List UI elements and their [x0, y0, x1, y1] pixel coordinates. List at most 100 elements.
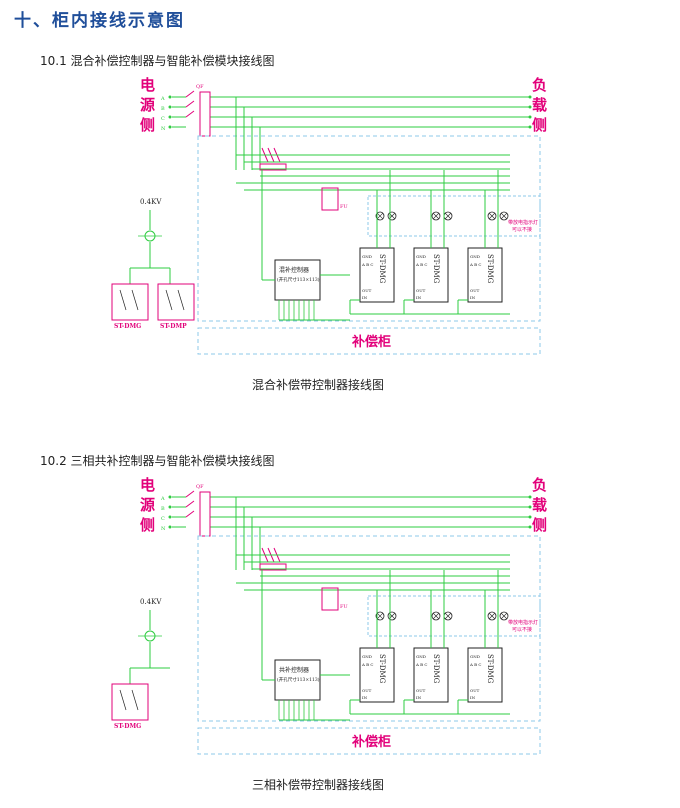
section-title: 十、柜内接线示意图 [14, 11, 185, 31]
cabinet-label-box [197, 727, 541, 755]
module-pin: GND [362, 654, 372, 659]
lamp-frame [367, 195, 541, 237]
lamp-note: 可以不接 [512, 226, 532, 233]
source-side-label: 电 [140, 476, 155, 494]
module-label: ST-DMG [378, 654, 386, 684]
source-side-label: 侧 [140, 516, 155, 534]
module-label: ST-DMG [378, 254, 386, 284]
breaker-contact [185, 500, 195, 508]
fuse [259, 563, 287, 571]
voltage-label: 0.4KV [140, 198, 162, 206]
voltage-label: 0.4KV [140, 598, 162, 606]
lamp-cross [444, 612, 452, 620]
cabinet-label: 补偿柜 [351, 334, 391, 350]
fuse-label: FU [340, 604, 348, 610]
phase-label: B [161, 106, 165, 112]
load-side-label: 载 [532, 496, 547, 514]
controller-title: 共补控制器 [279, 666, 309, 674]
terminal-dot [168, 505, 172, 509]
module-pin: OUT [362, 288, 372, 293]
cabinet-frame [197, 535, 541, 722]
current-transformer [199, 91, 211, 137]
module-pin: GND [416, 254, 426, 259]
terminal-dot [168, 95, 172, 99]
diagram1-heading: 10.1 混合补偿控制器与智能补偿模块接线图 [40, 54, 275, 68]
controller-box [274, 259, 321, 301]
breaker-contact [185, 90, 195, 98]
lamp-cross [376, 612, 384, 620]
lamp-cross [432, 612, 440, 620]
lamp-cross [432, 212, 440, 220]
transformer-box [111, 283, 149, 321]
terminal-dot [168, 525, 172, 529]
terminal-dot [528, 505, 532, 509]
compensation-module [359, 247, 395, 303]
module-label: ST-DMG [486, 654, 494, 684]
module-label: ST-DMG [432, 654, 440, 684]
diagram2-heading: 10.2 三相共补控制器与智能补偿模块接线图 [40, 454, 275, 468]
controller-title: 混补控制器 [279, 266, 309, 274]
module-pin: IN [362, 695, 368, 700]
terminal-dot [528, 515, 532, 519]
cabinet-label: 补偿柜 [351, 734, 391, 750]
lamp-cross [500, 612, 508, 620]
transformer-label: ST-DMG [114, 723, 141, 730]
module-label: ST-DMG [432, 254, 440, 284]
module-pin: GND [470, 654, 480, 659]
transformer-box [157, 283, 195, 321]
lamp-cross [488, 212, 496, 220]
module-pin: IN [470, 295, 476, 300]
phase-label: A [160, 496, 165, 502]
transformer-winding [131, 289, 139, 311]
lamp-cross [488, 612, 496, 620]
terminal-dot [528, 525, 532, 529]
module-pin: IN [362, 295, 368, 300]
phase-label: B [161, 506, 165, 512]
phase-label: C [161, 516, 165, 522]
source-side-label: 源 [140, 96, 155, 114]
module-pin: GND [470, 254, 480, 259]
module-pin: A B C [469, 262, 481, 267]
terminal-dot [168, 515, 172, 519]
module-pin: OUT [416, 288, 426, 293]
module-pin: OUT [416, 688, 426, 693]
diagram1-caption: 混合补偿带控制器接线图 [252, 378, 385, 392]
source-side-label: 侧 [140, 116, 155, 134]
controller-subtitle: (开孔尺寸113×113) [277, 276, 320, 283]
terminal-dot [168, 105, 172, 109]
terminal-dot [528, 105, 532, 109]
transformer-box [111, 683, 149, 721]
transformer-label: ST-DMP [160, 323, 187, 330]
phase-label: C [161, 116, 165, 122]
controller-box [274, 659, 321, 701]
lamp-cross [444, 212, 452, 220]
module-pin: OUT [362, 688, 372, 693]
module-pin: OUT [470, 288, 480, 293]
module-pin: A B C [415, 662, 427, 667]
module-pin: IN [416, 295, 422, 300]
phase-label: N [161, 526, 166, 532]
load-side-label: 负 [532, 76, 547, 94]
module-pin: GND [416, 654, 426, 659]
module-pin: A B C [415, 262, 427, 267]
load-side-label: 侧 [532, 116, 547, 134]
cabinet-frame [197, 135, 541, 322]
module-pin: GND [362, 254, 372, 259]
breaker-label: QF [196, 484, 204, 490]
current-transformer [199, 491, 211, 537]
lamp-cross [376, 212, 384, 220]
lamp-frame [367, 595, 541, 637]
terminal-dot [528, 95, 532, 99]
terminal-dot [528, 495, 532, 499]
terminal-dot [168, 125, 172, 129]
lamp-note: 带放电指示灯 [508, 619, 538, 626]
controller-subtitle: (开孔尺寸113×113) [277, 676, 320, 683]
fuse [259, 163, 287, 171]
load-side-label: 载 [532, 96, 547, 114]
transformer-winding [177, 289, 185, 311]
module-pin: A B C [361, 662, 373, 667]
breaker-contact [185, 490, 195, 498]
compensation-module [413, 647, 449, 703]
